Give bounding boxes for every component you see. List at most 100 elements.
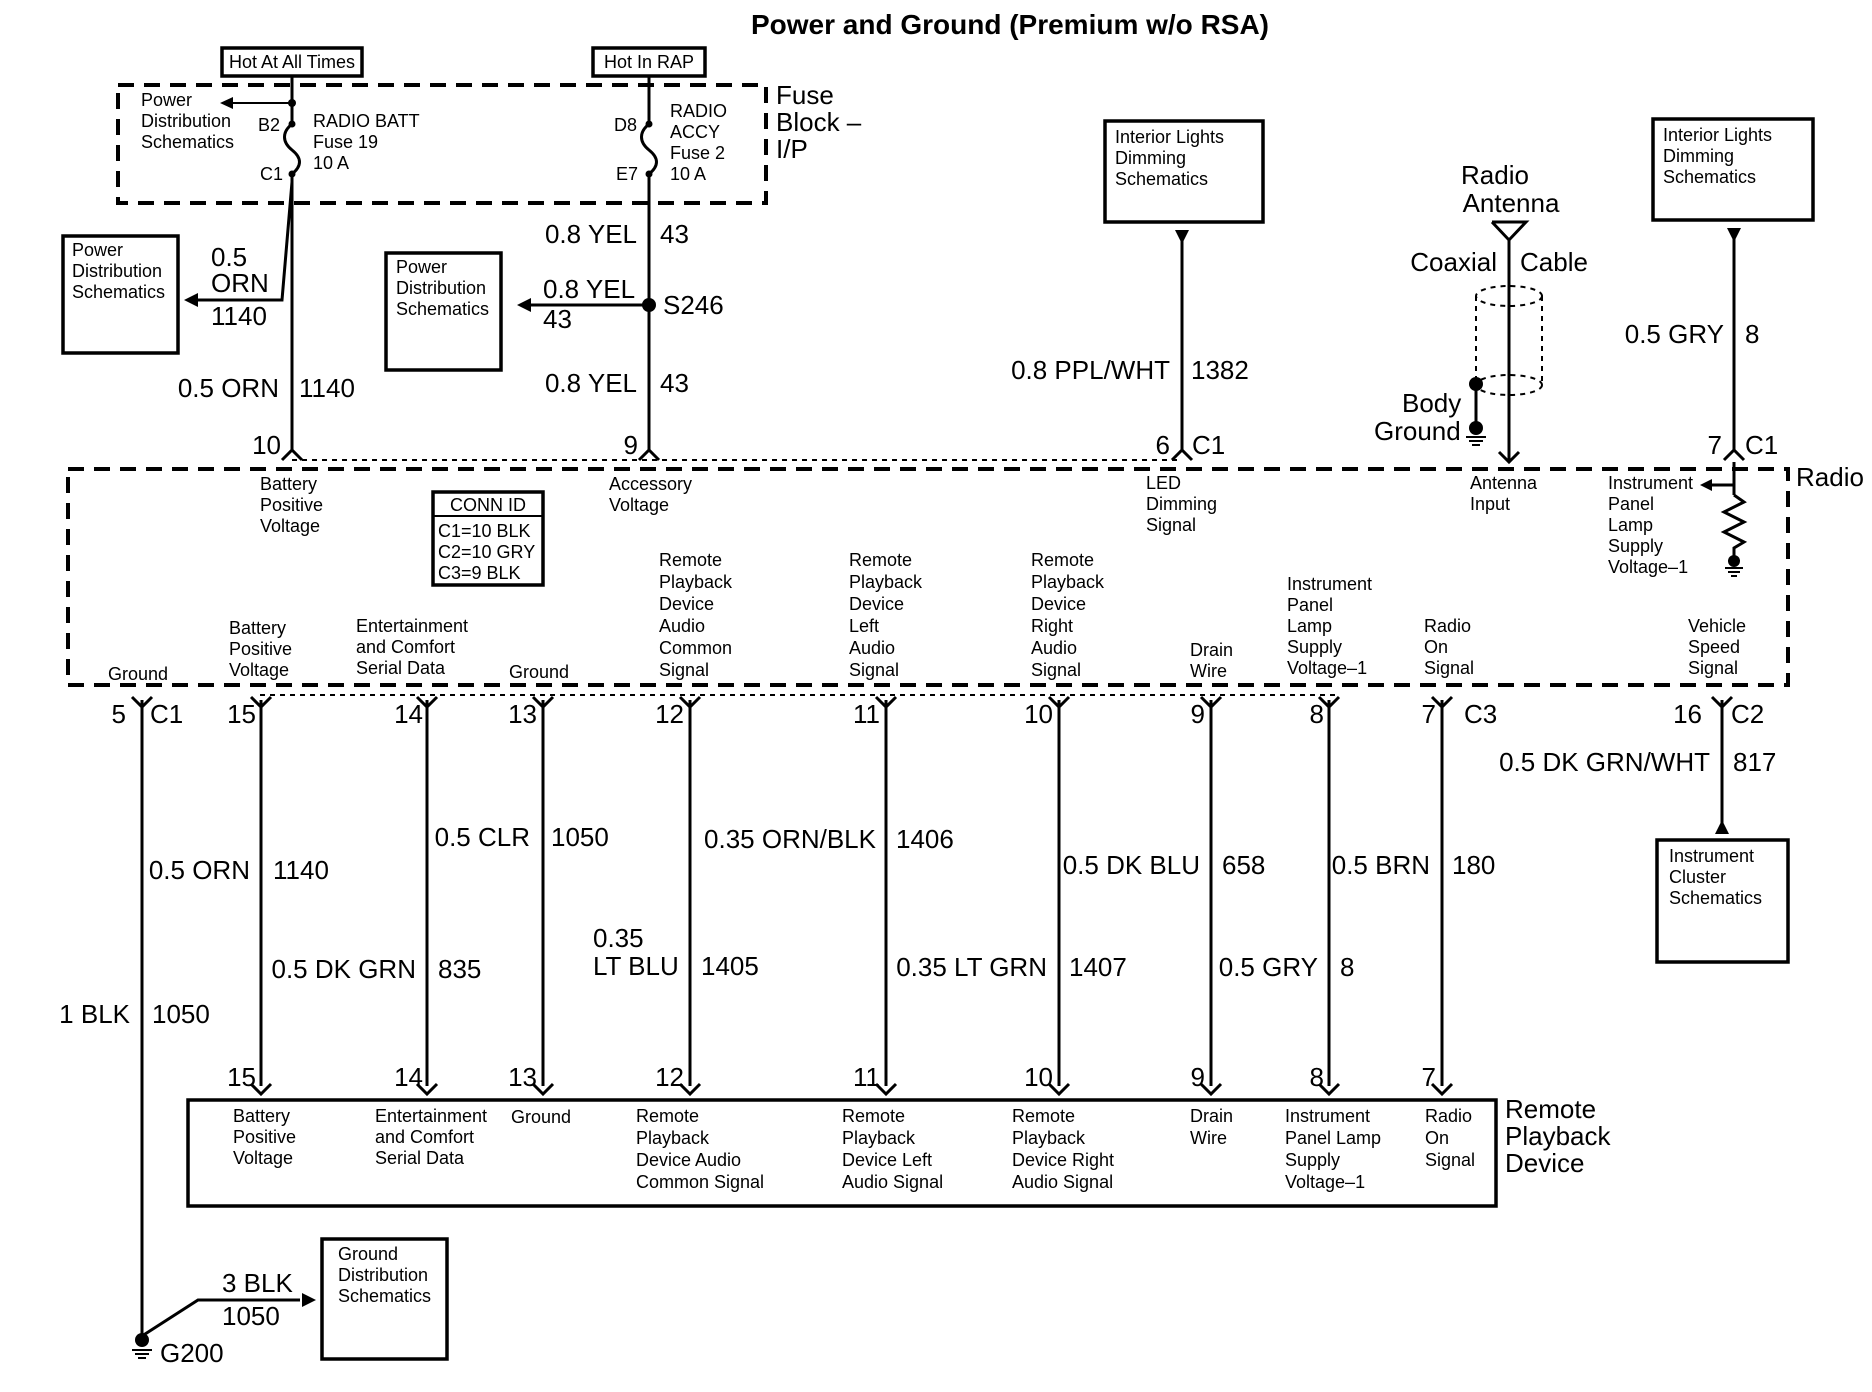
radio-bottom-label-left: Remote Playback Device Left Audio Signal: [849, 550, 923, 680]
svg-text:Device Right: Device Right: [1012, 1150, 1114, 1170]
rpd-pin-15: 15: [227, 1062, 256, 1092]
radio-bottom-pin-11: 11: [853, 699, 880, 729]
fuse2-rating: 10 A: [670, 164, 706, 184]
radio-top-pin-9: 9: [624, 430, 638, 460]
svg-text:Positive: Positive: [260, 495, 323, 515]
svg-text:Right: Right: [1031, 616, 1073, 636]
wire-ornblk-circuit: 1406: [896, 824, 954, 854]
svg-text:Remote: Remote: [636, 1106, 699, 1126]
svg-text:Playback: Playback: [1012, 1128, 1086, 1148]
rpd-pin-13: 13: [508, 1062, 537, 1092]
pd-box-mid: [384, 251, 503, 372]
pd-inside-line-2: Distribution: [141, 111, 231, 131]
rpd-label-common: Remote Playback Device Audio Common Sign…: [636, 1106, 764, 1192]
rpd-box: [186, 1098, 1498, 1208]
svg-text:Device: Device: [849, 594, 904, 614]
wire-ppl-label: 0.8 PPL/WHT: [1011, 355, 1170, 385]
svg-text:Serial Data: Serial Data: [375, 1148, 465, 1168]
radio-top-conn-c1b: C1: [1745, 430, 1778, 460]
radio-bottom-pin-5: 5: [112, 699, 126, 729]
svg-text:Device: Device: [1031, 594, 1086, 614]
conn-id-3: C3=9 BLK: [438, 563, 521, 583]
svg-text:Signal: Signal: [1031, 660, 1081, 680]
branch-orn-circuit: 1140: [211, 301, 267, 331]
fuse-block-label-2: Block –: [776, 107, 862, 137]
svg-text:Voltage–1: Voltage–1: [1285, 1172, 1365, 1192]
radio-bottom-pin-15: 15: [227, 699, 256, 729]
svg-text:Drain: Drain: [1190, 640, 1233, 660]
svg-text:Common: Common: [659, 638, 732, 658]
svg-text:On: On: [1424, 637, 1448, 657]
svg-text:Voltage: Voltage: [229, 660, 289, 680]
fuse19-pin-out: C1: [260, 164, 283, 184]
pd-inside-line-1: Power: [141, 90, 192, 110]
svg-text:Playback: Playback: [636, 1128, 710, 1148]
svg-text:Audio Signal: Audio Signal: [842, 1172, 943, 1192]
wire-dkblu-circuit: 658: [1222, 850, 1265, 880]
wire-orn-lower-label: 0.5 ORN: [149, 855, 250, 885]
radio-bottom-pin-10: 10: [1024, 699, 1053, 729]
pd-mid-line-1: Power: [396, 257, 447, 277]
svg-text:Instrument: Instrument: [1608, 473, 1693, 493]
svg-text:Voltage–1: Voltage–1: [1608, 557, 1688, 577]
rpd-label-1: Remote: [1505, 1094, 1596, 1124]
svg-text:Audio: Audio: [1031, 638, 1077, 658]
branch-orn-color: ORN: [211, 268, 269, 298]
hot-in-rap-box: [591, 46, 707, 78]
pd-box-left: [61, 234, 180, 355]
body-ground-label-1: Body: [1402, 388, 1461, 418]
radio-bottom-label-ip-lamp: Instrument Panel Lamp Supply Voltage–1: [1287, 574, 1372, 678]
radio-top-label-led: LED Dimming Signal: [1146, 473, 1217, 535]
svg-text:Common Signal: Common Signal: [636, 1172, 764, 1192]
svg-text:Signal: Signal: [1146, 515, 1196, 535]
radio-bottom-conn-c3: C3: [1464, 699, 1497, 729]
rpd-label-ip-lamp: Instrument Panel Lamp Supply Voltage–1: [1285, 1106, 1381, 1192]
radio-top-label-battery: Battery Positive Voltage: [260, 474, 323, 536]
rpd-label-serial: Entertainment and Comfort Serial Data: [375, 1106, 487, 1168]
ic-line-3: Schematics: [1669, 888, 1762, 908]
rpd-pin-11: 11: [853, 1062, 880, 1092]
arrow-to-ground-dist: [302, 1293, 316, 1307]
svg-text:Entertainment: Entertainment: [375, 1106, 487, 1126]
ground-g200-label: G200: [160, 1338, 224, 1368]
radio-bottom-label-common: Remote Playback Device Audio Common Sign…: [659, 550, 733, 680]
gd-line-1: Ground: [338, 1244, 398, 1264]
arrow-to-instrument-cluster: [1715, 820, 1729, 834]
svg-text:Left: Left: [849, 616, 879, 636]
body-ground-label-2: Ground: [1374, 416, 1461, 446]
svg-text:Device Left: Device Left: [842, 1150, 932, 1170]
radio-top-label-antenna: Antenna Input: [1470, 473, 1538, 514]
pd-left-line-3: Schematics: [72, 282, 165, 302]
radio-bottom-label-drain: Drain Wire: [1190, 640, 1233, 681]
svg-text:Playback: Playback: [842, 1128, 916, 1148]
radio-bottom-pin-12: 12: [655, 699, 684, 729]
wire-gry-top-label: 0.5 GRY: [1625, 319, 1724, 349]
svg-text:Ground: Ground: [509, 662, 569, 682]
radio-top-pin-7: 7: [1708, 430, 1722, 460]
svg-text:Wire: Wire: [1190, 1128, 1227, 1148]
pd-inside-line-3: Schematics: [141, 132, 234, 152]
fuse-block-label-3: I/P: [776, 134, 808, 164]
rpd-pin-10: 10: [1024, 1062, 1053, 1092]
svg-text:Signal: Signal: [659, 660, 709, 680]
wire-brn-label: 0.5 BRN: [1332, 850, 1430, 880]
wire-yel-top-circuit: 43: [660, 219, 689, 249]
svg-text:Lamp: Lamp: [1608, 515, 1653, 535]
svg-text:Positive: Positive: [229, 639, 292, 659]
wire-ltblu-circuit: 1405: [701, 951, 759, 981]
wire-dkgrn-label: 0.5 DK GRN: [272, 954, 417, 984]
radio-bottom-label-ground-1: Ground: [108, 664, 168, 684]
svg-text:Input: Input: [1470, 494, 1510, 514]
gd-line-3: Schematics: [338, 1286, 431, 1306]
wire-gry-lower-label: 0.5 GRY: [1219, 952, 1318, 982]
svg-text:Device Audio: Device Audio: [636, 1150, 741, 1170]
wire-yel-bottom-circuit: 43: [660, 368, 689, 398]
svg-text:Supply: Supply: [1287, 637, 1342, 657]
svg-text:Audio Signal: Audio Signal: [1012, 1172, 1113, 1192]
svg-text:Antenna: Antenna: [1470, 473, 1538, 493]
svg-text:Signal: Signal: [1424, 658, 1474, 678]
fuse2-name-1: RADIO: [670, 101, 727, 121]
arrow-to-pd-mid: [517, 298, 531, 312]
svg-text:Voltage–1: Voltage–1: [1287, 658, 1367, 678]
svg-text:Voltage: Voltage: [609, 495, 669, 515]
